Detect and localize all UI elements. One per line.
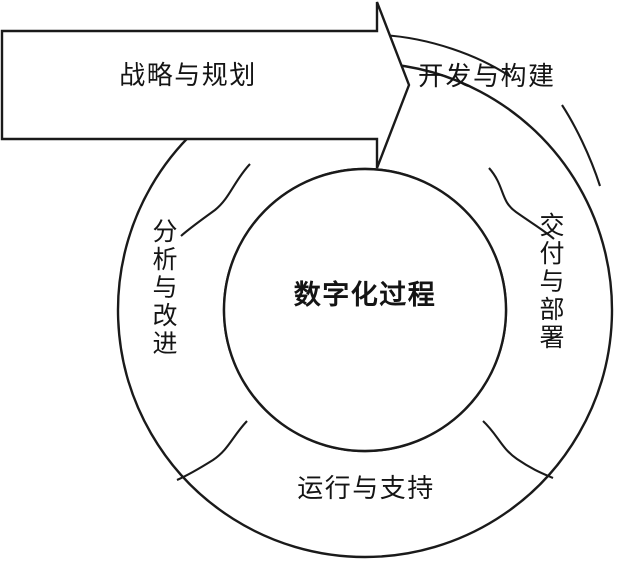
center-label-digital-process: 数字化过程 bbox=[293, 280, 437, 310]
segment-label-analyze: 分析与改进 bbox=[149, 218, 177, 358]
arrow-banner-group bbox=[0, 1, 411, 169]
banner-label-strategy: 战略与规划 bbox=[119, 60, 257, 90]
banner-connector-arcs bbox=[382, 33, 601, 187]
inner-circle-group bbox=[222, 167, 508, 453]
arc-to-develop-right bbox=[561, 104, 601, 187]
segment-label-deliver: 交付与部署 bbox=[536, 212, 564, 352]
divider-deliver-operate bbox=[482, 420, 554, 479]
divider-operate-analyze bbox=[176, 420, 248, 481]
inner-circle bbox=[222, 167, 508, 453]
arrow-banner-shape bbox=[0, 1, 411, 169]
segment-label-operate: 运行与支持 bbox=[297, 473, 435, 503]
segment-label-develop: 开发与构建 bbox=[418, 61, 556, 91]
segment-dividers bbox=[176, 163, 555, 481]
arc-to-develop-top bbox=[382, 33, 512, 78]
divider-analyze-strategy bbox=[180, 163, 251, 237]
divider-develop-deliver bbox=[488, 167, 555, 240]
